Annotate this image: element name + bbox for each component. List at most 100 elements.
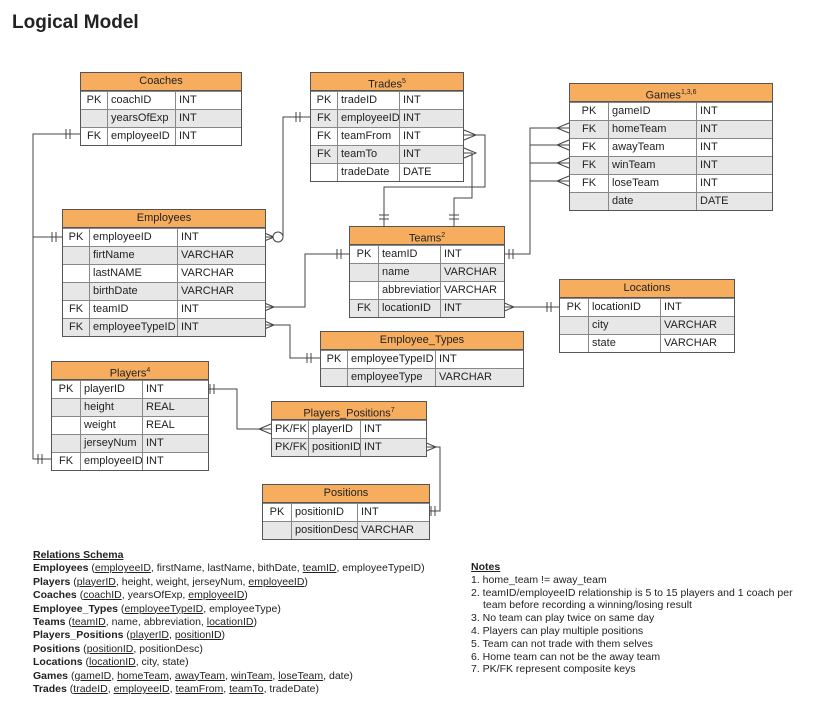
- rel-teams-trades-from: [383, 134, 486, 227]
- key-cell: FK: [356, 302, 372, 314]
- field-type: INT: [696, 139, 770, 156]
- field-type: VARCHAR: [177, 265, 263, 282]
- entity-title: Employee_Types: [321, 332, 523, 350]
- field-type: VARCHAR: [177, 247, 263, 264]
- field-name: employeeTypeID: [347, 351, 435, 368]
- field-type: INT: [399, 128, 461, 145]
- field-name: homeTeam: [608, 121, 696, 138]
- field-name: teamID: [89, 301, 177, 318]
- field-type: INT: [399, 92, 461, 109]
- field-type: INT: [177, 319, 263, 336]
- field-type: INT: [696, 175, 770, 192]
- field-name: employeeID: [89, 229, 177, 246]
- field-name: winTeam: [608, 157, 696, 174]
- key-cell: PK: [566, 301, 582, 313]
- field-type: INT: [142, 435, 206, 452]
- field-name: name: [378, 264, 440, 281]
- note-item: 1. home_team != away_team: [471, 573, 607, 586]
- field-type: DATE: [696, 193, 770, 210]
- field-name: jerseyNum: [80, 435, 142, 452]
- key-cell: PK/FK: [275, 423, 307, 435]
- note-item: 6. Home team can not be the away team: [471, 650, 661, 663]
- key-cell: FK: [316, 112, 332, 124]
- field-type: INT: [175, 110, 239, 127]
- field-name: abbreviation: [378, 282, 440, 299]
- key-cell: [560, 335, 588, 352]
- key-cell: PK: [356, 248, 372, 260]
- rel-employees-trades: [262, 116, 310, 238]
- field-name: employeeID: [80, 453, 142, 470]
- key-cell: [350, 282, 378, 299]
- field-type: INT: [360, 421, 424, 438]
- relation-line: Employee_Types (employeeTypeID, employee…: [33, 602, 281, 615]
- relation-line: Players (playerID, height, weight, jerse…: [33, 575, 308, 588]
- key-cell: FK: [581, 123, 597, 135]
- field-name: state: [588, 335, 660, 352]
- field-type: INT: [399, 110, 461, 127]
- field-name: awayTeam: [608, 139, 696, 156]
- key-cell: FK: [316, 130, 332, 142]
- field-name: date: [608, 193, 696, 210]
- entity-title: Players4: [52, 362, 208, 380]
- relation-line: Teams (teamID, name, abbreviation, locat…: [33, 616, 257, 629]
- key-cell: PK: [68, 231, 84, 243]
- field-type: VARCHAR: [440, 282, 502, 299]
- entity-title: Locations: [560, 280, 734, 298]
- field-type: INT: [142, 381, 206, 398]
- note-item: 2. teamID/employeeID relationship is 5 t…: [471, 586, 793, 599]
- key-cell: [350, 264, 378, 281]
- field-name: loseTeam: [608, 175, 696, 192]
- field-name: teamFrom: [337, 128, 399, 145]
- field-name: locationID: [588, 299, 660, 316]
- note-item: team before recording a winning/losing r…: [483, 599, 692, 612]
- field-name: coachID: [107, 92, 175, 109]
- field-name: locationID: [378, 300, 440, 317]
- field-name: lastNAME: [89, 265, 177, 282]
- field-type: INT: [435, 351, 521, 368]
- note-item: 7. PK/FK represent composite keys: [471, 663, 636, 676]
- relation-line: Employees (employeeID, firstName, lastNa…: [33, 562, 425, 575]
- relation-line: Positions (positionID, positionDesc): [33, 642, 203, 655]
- key-cell: [63, 265, 89, 282]
- field-name: tradeDate: [337, 164, 399, 181]
- relation-line: Locations (locationID, city, state): [33, 656, 189, 669]
- field-type: REAL: [142, 399, 206, 416]
- field-type: INT: [142, 453, 206, 470]
- field-name: positionID: [291, 504, 357, 521]
- relation-line: Players_Positions (playerID, positionID): [33, 629, 226, 642]
- field-type: INT: [399, 146, 461, 163]
- field-type: VARCHAR: [435, 369, 521, 386]
- field-name: weight: [80, 417, 142, 434]
- field-type: INT: [175, 92, 239, 109]
- field-type: INT: [440, 300, 502, 317]
- field-type: INT: [696, 157, 770, 174]
- field-type: VARCHAR: [660, 317, 732, 334]
- entity-title: Employees: [63, 210, 265, 228]
- key-cell: PK/FK: [275, 441, 307, 453]
